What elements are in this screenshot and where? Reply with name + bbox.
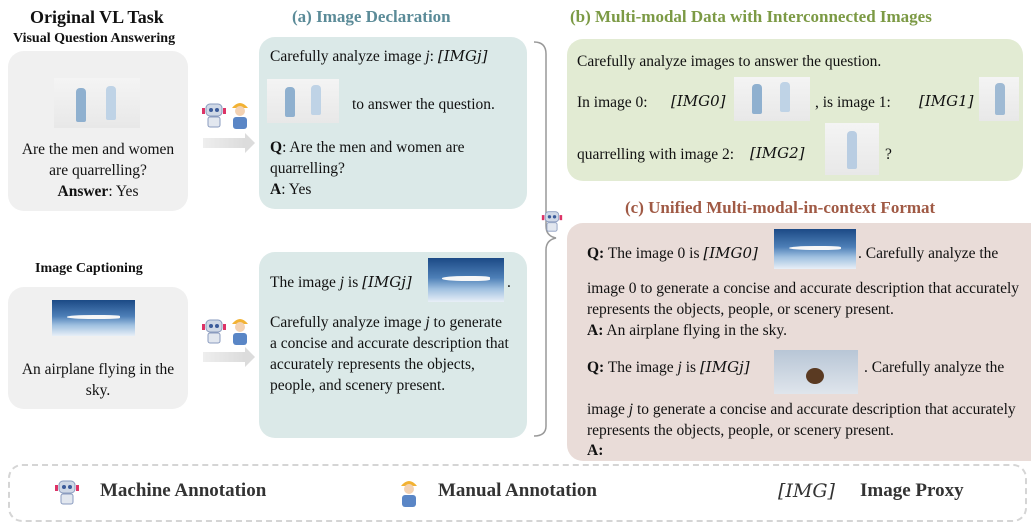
c-a1: A: An airplane flying in the sky. xyxy=(587,322,788,339)
c-q2-post: . Carefully analyze the xyxy=(864,359,1005,376)
c-q1-line: Q: The image 0 is [IMG0] xyxy=(587,244,758,262)
robot-icon xyxy=(201,100,227,135)
b-img0: [IMG0] xyxy=(671,92,726,110)
man-image xyxy=(979,77,1019,121)
title-b: (b) Multi-modal Data with Interconnected… xyxy=(570,7,932,26)
quarrel-image xyxy=(54,78,140,128)
c-q1-post: . Carefully analyze the xyxy=(858,245,999,262)
airplane-image xyxy=(774,229,856,269)
a-caption-period: . xyxy=(507,274,511,291)
b-box: Carefully analyze images to answer the q… xyxy=(567,39,1023,181)
b-line1: Carefully analyze images to answer the q… xyxy=(577,53,882,70)
quarrel-image xyxy=(267,79,339,123)
a-caption-body: Carefully analyze image j to generate a … xyxy=(270,314,509,394)
worker-icon xyxy=(229,314,251,351)
legend-proxy: Image Proxy xyxy=(860,480,964,501)
arrow-vqa xyxy=(203,133,255,153)
quarrel-image xyxy=(734,77,810,121)
a-caption-line1: The image j is [IMGj] xyxy=(270,273,412,291)
c-q1-body: image 0 to generate a concise and accura… xyxy=(587,280,1020,318)
caption-text: An airplane flying in the sky. xyxy=(21,361,175,399)
c-a2: A: xyxy=(587,442,604,459)
bear-image xyxy=(774,350,858,394)
man-pointing-image xyxy=(825,123,879,175)
c-box: Q: The image 0 is [IMG0] . Carefully ana… xyxy=(567,223,1031,461)
a-vqa-after-image: to answer the question. xyxy=(352,96,495,113)
b-line3-pre: quarrelling with image 2: xyxy=(577,146,735,163)
c-q2-body: image j to generate a concise and accura… xyxy=(587,401,1016,439)
vqa-question: Are the men and women are quarrelling? xyxy=(21,141,175,179)
caption-box: An airplane flying in the sky. xyxy=(8,287,188,409)
vqa-heading: Visual Question Answering xyxy=(13,31,176,46)
title-original: Original VL Task xyxy=(30,7,164,27)
vqa-box: Are the men and women are quarrelling? A… xyxy=(8,51,188,211)
c-q2-line: Q: The image j is [IMGj] xyxy=(587,358,750,376)
a-vqa-answer: A: Yes xyxy=(270,181,312,198)
title-c: (c) Unified Multi-modal-in-context Forma… xyxy=(625,198,936,217)
a-vqa-question: Q: Are the men and women are quarrelling… xyxy=(270,139,465,177)
b-img1: [IMG1] xyxy=(919,92,974,110)
legend-machine: Machine Annotation xyxy=(100,480,267,501)
robot-icon xyxy=(541,208,563,239)
robot-icon xyxy=(54,476,80,513)
b-line2-pre: In image 0: xyxy=(577,94,648,111)
airplane-image xyxy=(428,258,504,302)
legend-manual: Manual Annotation xyxy=(438,480,597,501)
title-a: (a) Image Declaration xyxy=(292,7,451,26)
robot-icon xyxy=(201,316,227,351)
vqa-answer: Answer: Yes xyxy=(57,183,139,200)
a-caption-box: The image j is [IMGj] . Carefully analyz… xyxy=(259,252,527,438)
a-vqa-line1: Carefully analyze image j: [IMGj] xyxy=(270,47,488,65)
worker-icon xyxy=(398,475,420,514)
caption-heading: Image Captioning xyxy=(35,261,143,276)
legend-proxy-symbol: [IMG] xyxy=(778,480,835,502)
b-line3-end: ? xyxy=(885,146,892,163)
b-line2-mid: , is image 1: xyxy=(815,94,891,111)
a-vqa-box: Carefully analyze image j: [IMGj] to ans… xyxy=(259,37,527,209)
b-img2: [IMG2] xyxy=(750,144,805,162)
legend: Machine Annotation Manual Annotation [IM… xyxy=(8,464,1027,522)
airplane-image xyxy=(52,300,135,336)
merge-bracket xyxy=(533,41,557,437)
worker-icon xyxy=(229,98,251,135)
arrow-caption xyxy=(203,347,255,367)
